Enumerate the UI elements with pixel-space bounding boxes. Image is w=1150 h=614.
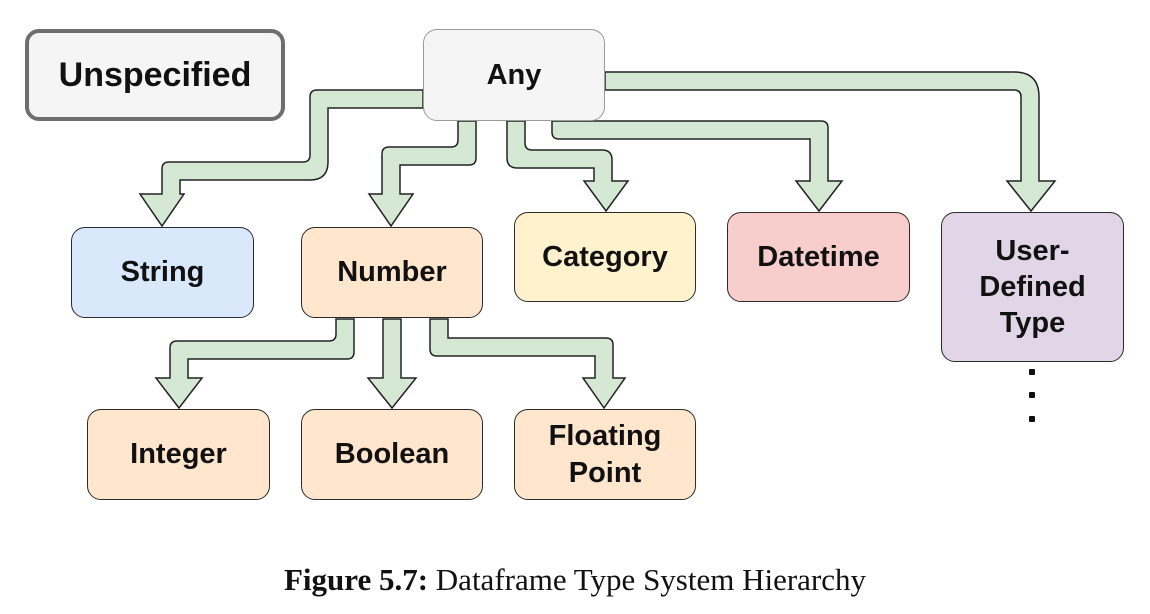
figure-title: Dataframe Type System Hierarchy (428, 562, 867, 597)
node-integer: Integer (87, 409, 270, 500)
node-user-defined-type: User- Defined Type (941, 212, 1124, 362)
continuation-dot (1029, 416, 1035, 422)
node-unspecified: Unspecified (25, 29, 285, 121)
arrow-number-to-boolean (366, 318, 418, 410)
arrow-number-to-floating-point (429, 318, 627, 410)
arrow-any-to-category (506, 120, 630, 213)
node-datetime: Datetime (727, 212, 910, 302)
node-string: String (71, 227, 254, 318)
continuation-dot (1029, 369, 1035, 375)
arrow-layer (138, 71, 1057, 410)
node-category: Category (514, 212, 696, 302)
arrow-any-to-user-defined (604, 71, 1057, 213)
continuation-dot (1029, 392, 1035, 398)
node-boolean: Boolean (301, 409, 483, 500)
arrow-number-to-integer (154, 318, 355, 410)
arrow-any-to-number (367, 120, 477, 228)
figure-caption: Figure 5.7: Dataframe Type System Hierar… (0, 562, 1150, 598)
arrow-any-to-datetime (551, 120, 844, 213)
arrow-any-to-string (138, 89, 424, 228)
node-floating-point: Floating Point (514, 409, 696, 500)
figure-number: Figure 5.7: (283, 562, 429, 597)
node-number: Number (301, 227, 483, 318)
node-any: Any (423, 29, 605, 121)
